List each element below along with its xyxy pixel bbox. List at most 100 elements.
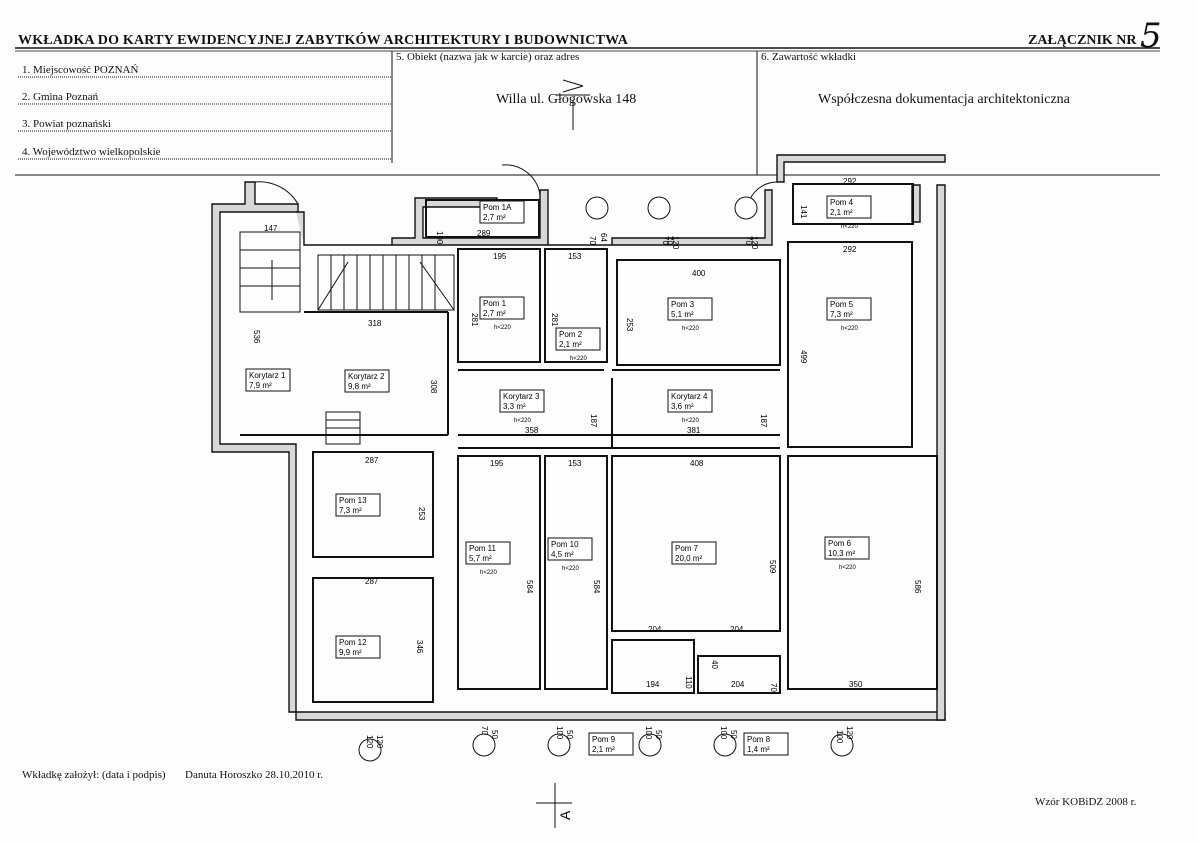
dimension-label: 50 — [729, 730, 738, 739]
dimension-label: 509 — [768, 560, 777, 574]
room-area: 1,4 m² — [747, 745, 770, 754]
room-name: Pom 11 — [469, 544, 497, 553]
dimension-label: 141 — [799, 205, 808, 219]
room-label: Pom 720,0 m² — [671, 541, 717, 565]
room-area: 5,1 m² — [671, 310, 694, 319]
dimension-label: 318 — [368, 319, 382, 328]
footer-template: Wzór KOBiDZ 2008 r. — [1035, 796, 1137, 808]
room-label: Pom 12,7 m²h<220 — [479, 296, 525, 331]
room-name: Korytarz 2 — [348, 372, 385, 381]
room-area: 2,1 m² — [559, 340, 582, 349]
room-area: 10,3 m² — [828, 549, 855, 558]
room-name: Pom 13 — [339, 496, 367, 505]
dimension-label: 40 — [710, 660, 719, 669]
room-label: Pom 104,5 m² h<220 — [547, 537, 593, 572]
room-area: 9,9 m² — [339, 648, 362, 657]
room-height: h<220 — [682, 326, 700, 332]
room-name: Pom 4 — [830, 198, 854, 207]
dimension-label: 147 — [264, 224, 278, 233]
dimension-label: 120 — [845, 726, 854, 740]
dimension-label: 70 — [744, 236, 753, 245]
dimension-label: 70 — [769, 683, 778, 692]
room-label: Pom 35,1 m² h<220 — [667, 297, 713, 332]
dimension-label: 195 — [490, 459, 504, 468]
room-label: Korytarz 29,8 m² — [344, 369, 390, 393]
dimension-label: 584 — [525, 580, 534, 594]
dimension-label: 50 — [565, 730, 574, 739]
field-object-value: Willa ul. Głogowska 148 — [496, 92, 637, 107]
field-content-value: Współczesna dokumentacja architektoniczn… — [818, 92, 1070, 107]
section-mark — [536, 79, 590, 828]
dimension-label: 187 — [759, 414, 768, 428]
form-title: WKŁADKA DO KARTY EWIDENCYJNEJ ZABYTKÓW A… — [18, 33, 629, 48]
dimension-label: 346 — [415, 640, 424, 654]
room-label: Pom 1A2,7 m² — [479, 200, 525, 224]
dimension-label: 308 — [429, 380, 438, 394]
room-label: Pom 129,9 m² — [335, 635, 381, 659]
dimension-label: 70 — [661, 236, 670, 245]
room-label: Pom 115,7 m²h<220 — [465, 541, 511, 576]
room-name: Pom 1 — [483, 299, 507, 308]
room-area: 4,5 m² — [551, 550, 574, 559]
field-district: 3. Powiat poznański — [22, 118, 111, 130]
room-name: Pom 10 — [551, 540, 579, 549]
dimension-label: 100 — [555, 726, 564, 740]
dimension-label: 70 — [480, 726, 489, 735]
room-area: 3,3 m² — [503, 402, 526, 411]
dimension-label: 110 — [684, 676, 693, 689]
room-area: 2,1 m² — [830, 208, 853, 217]
dimension-label: 253 — [625, 318, 634, 332]
room-name: Korytarz 1 — [249, 371, 286, 380]
room-label: Pom 610,3 m²h<220 — [824, 536, 870, 571]
dimension-label: 50 — [490, 730, 499, 739]
dimension-label: 204 — [648, 625, 662, 634]
dimension-label: 499 — [799, 350, 808, 364]
dimension-label: 100 — [644, 726, 653, 740]
room-area: 7,3 m² — [339, 506, 362, 515]
footer-prepared-value: Danuta Horoszko 28.10.2010 r. — [185, 769, 324, 781]
attachment-label: ZAŁĄCZNIK NR — [1028, 33, 1137, 48]
dimension-label: 204 — [731, 680, 745, 689]
dimension-label: 100 — [835, 730, 844, 744]
dimension-label: 153 — [568, 252, 582, 261]
dimension-label: 194 — [646, 680, 660, 689]
room-name: Pom 6 — [828, 539, 852, 548]
room-name: Pom 9 — [592, 735, 616, 744]
room-name: Pom 12 — [339, 638, 367, 647]
dimension-label: 536 — [252, 330, 261, 344]
staircase — [239, 231, 455, 445]
room-label: Pom 57,3 m²h<220 — [826, 297, 872, 332]
dimension-label: 408 — [690, 459, 704, 468]
room-name: Pom 3 — [671, 300, 695, 309]
room-label: Pom 92,1 m² — [588, 732, 634, 756]
column-markers — [358, 196, 854, 762]
room-area: 9,8 m² — [348, 382, 371, 391]
dimension-label: 358 — [525, 426, 539, 435]
dimension-label: 70 — [665, 236, 674, 245]
room-height: h<220 — [562, 566, 580, 572]
dimension-label: 281 — [470, 313, 479, 327]
room-height: h<220 — [514, 418, 532, 424]
room-label: Pom 22,1 m²h<220 — [555, 327, 601, 362]
room-height: h<220 — [682, 418, 700, 424]
dimension-label: 50 — [654, 730, 663, 739]
field-locality: 1. Miejscowość POZNAŃ — [22, 64, 139, 76]
room-area: 5,7 m² — [469, 554, 492, 563]
room-name: Korytarz 3 — [503, 392, 540, 401]
room-label: Pom 81,4 m² — [743, 732, 789, 756]
field-commune: 2. Gmina Poznań — [22, 91, 99, 103]
dimension-label: 195 — [493, 252, 507, 261]
dimension-label: 120 — [365, 735, 374, 749]
field-voivodeship: 4. Województwo wielkopolskie — [22, 146, 161, 158]
room-label: Pom 42,1 m²h<220 — [826, 195, 872, 230]
dimension-label: 253 — [417, 507, 426, 521]
dimension-label: 153 — [568, 459, 582, 468]
field-object-label: 5. Obiekt (nazwa jak w karcie) oraz adre… — [396, 51, 580, 63]
dimension-label: 64 — [599, 233, 608, 242]
room-label: Pom 137,3 m² — [335, 493, 381, 517]
dimension-label: 281 — [550, 313, 559, 327]
field-content-label: 6. Zawartość wkładki — [761, 51, 856, 63]
footer-prepared-label: Wkładkę założył: (data i podpis) — [22, 769, 166, 781]
room-name: Pom 5 — [830, 300, 854, 309]
